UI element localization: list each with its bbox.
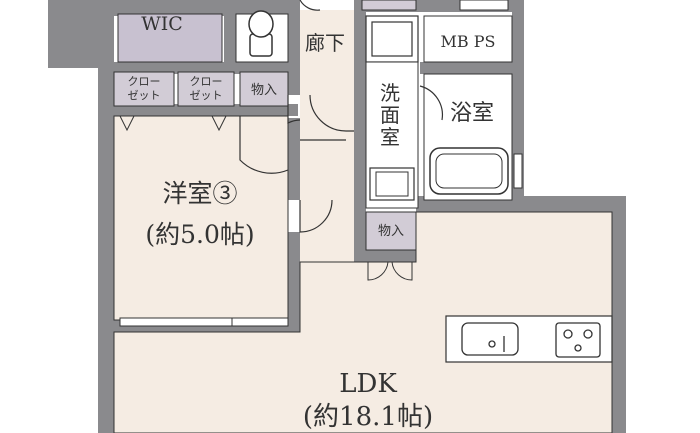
bathroom-label: 浴室: [450, 101, 494, 126]
ldk-room: [113, 211, 613, 433]
washroom-char-1: 洗: [380, 81, 400, 105]
hall-top-box-2: [459, 0, 509, 11]
exterior-walls: [48, 0, 626, 433]
closet-2: [177, 71, 235, 107]
storage-upper-label: 物入: [251, 83, 277, 98]
closet-door-marks: [119, 115, 227, 132]
bedroom-window: [119, 317, 289, 327]
door-swings: [239, 0, 444, 233]
storage-double-door: [367, 261, 413, 281]
closet-1-line1: クロー: [128, 75, 161, 88]
mbps-label: MB PS: [441, 32, 496, 51]
stove-icon: [555, 322, 601, 358]
laundry-pan-icon: [371, 21, 413, 57]
storage-lower: [365, 211, 417, 251]
bedroom-3: [113, 115, 289, 321]
ldk-name: LDK: [339, 369, 397, 399]
mbps-room: [423, 15, 513, 63]
bedroom-3-name: 洋室③: [162, 179, 237, 208]
hallway: [300, 10, 354, 262]
toilet-icon: [248, 10, 274, 57]
bathtub-icon: [429, 147, 509, 195]
washroom-char-2: 面: [380, 103, 400, 127]
washroom: [365, 61, 419, 209]
bedroom-3-area: (約5.0帖): [145, 220, 254, 249]
closet-2-line2: ゼット: [190, 89, 223, 102]
washroom-char-3: 室: [380, 125, 400, 149]
storage-upper: [239, 71, 289, 107]
hall-top-box-1: [361, 0, 417, 11]
hallway-label: 廊下: [305, 31, 345, 55]
vanity-sink-icon: [369, 167, 415, 201]
ldk-area: (約18.1帖): [303, 402, 433, 432]
sink-icon: [461, 322, 519, 356]
wic-label: WIC: [141, 13, 183, 35]
closet-1-line2: ゼット: [128, 89, 161, 102]
laundry-space: [365, 15, 419, 63]
wic-room: [117, 13, 223, 63]
closet-1: [113, 71, 175, 107]
closet-2-line1: クロー: [190, 75, 223, 88]
storage-lower-label: 物入: [378, 224, 404, 239]
